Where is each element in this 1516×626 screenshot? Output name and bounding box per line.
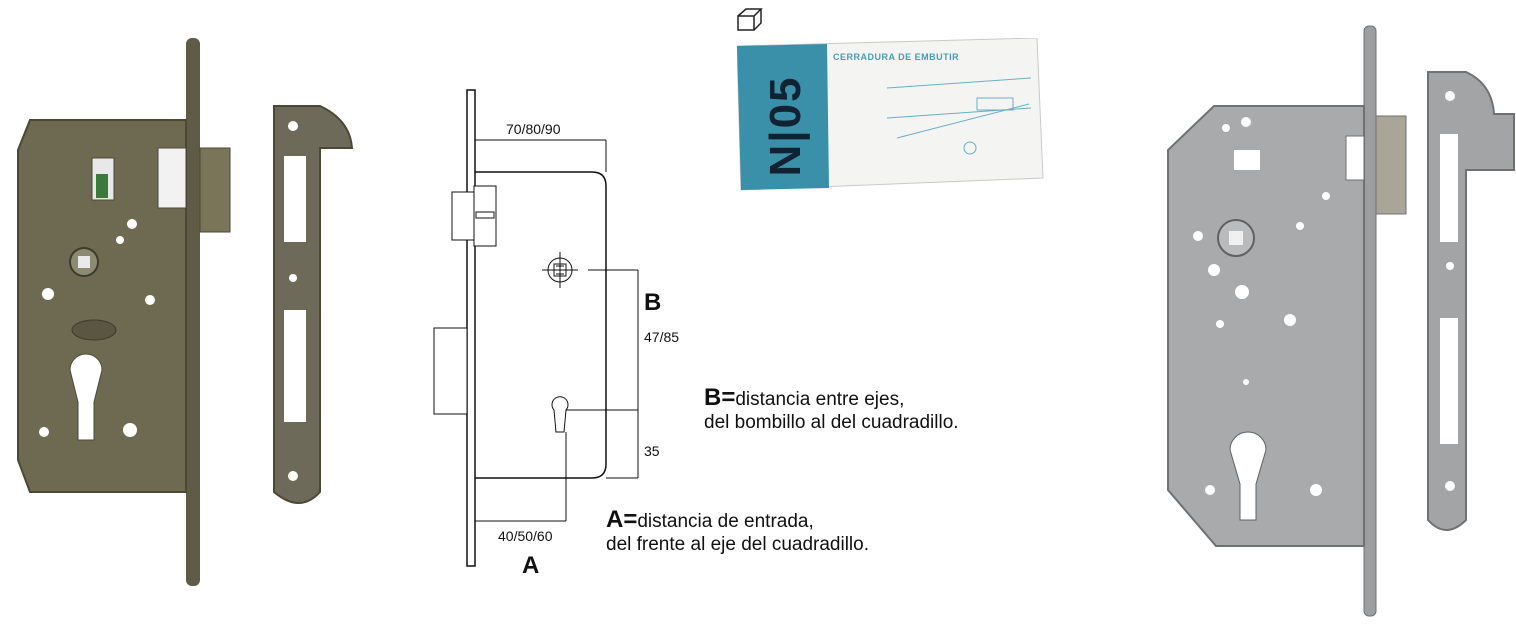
bronze-lock-photo [17,38,354,586]
box-brand: N|05 [761,75,810,177]
drawing-faceplate [466,89,476,567]
dim-35: 35 [644,443,660,459]
keyhole-symbol [551,396,569,433]
legend-a-letter: A= [606,506,638,533]
legend-b-letter: B= [704,384,736,411]
steel-lock-photo [1167,25,1515,617]
dim-backset-bottom: 40/50/60 [498,528,553,544]
steel-faceplate [1363,25,1377,617]
box-label: CERRADURA DE EMBUTIR [833,52,960,62]
product-box: CERRADURA DE EMBUTIR N|05 [737,38,1045,193]
legend-a-line2: del frente al eje del cuadradillo. [606,534,870,555]
bronze-latch [199,147,231,233]
legend-a: A=distancia de entrada, del frente al ej… [606,508,869,556]
legend-b-line2: del bombillo al del cuadradillo. [704,412,959,433]
spindle-symbol [542,252,578,288]
legend-b-line1: distancia entre ejes, [735,389,905,410]
box-view-icon [737,8,763,31]
dim-letter-b: B [644,289,661,316]
dim-backset-top: 70/80/90 [506,121,561,137]
dim-b-values: 47/85 [644,329,679,345]
bronze-lock-body [17,119,187,493]
bronze-faceplate [186,38,200,586]
steel-latch [1375,115,1407,215]
legend-a-line1: distancia de entrada, [637,511,814,532]
dim-letter-a: A [522,552,539,579]
steel-lock-body [1167,105,1365,547]
legend-b: B=distancia entre ejes, del bombillo al … [704,386,959,434]
lock-technical-drawing: 70/80/90 B 47/85 35 40/50/60 A [433,89,679,579]
drawing-lock-body [475,171,607,479]
